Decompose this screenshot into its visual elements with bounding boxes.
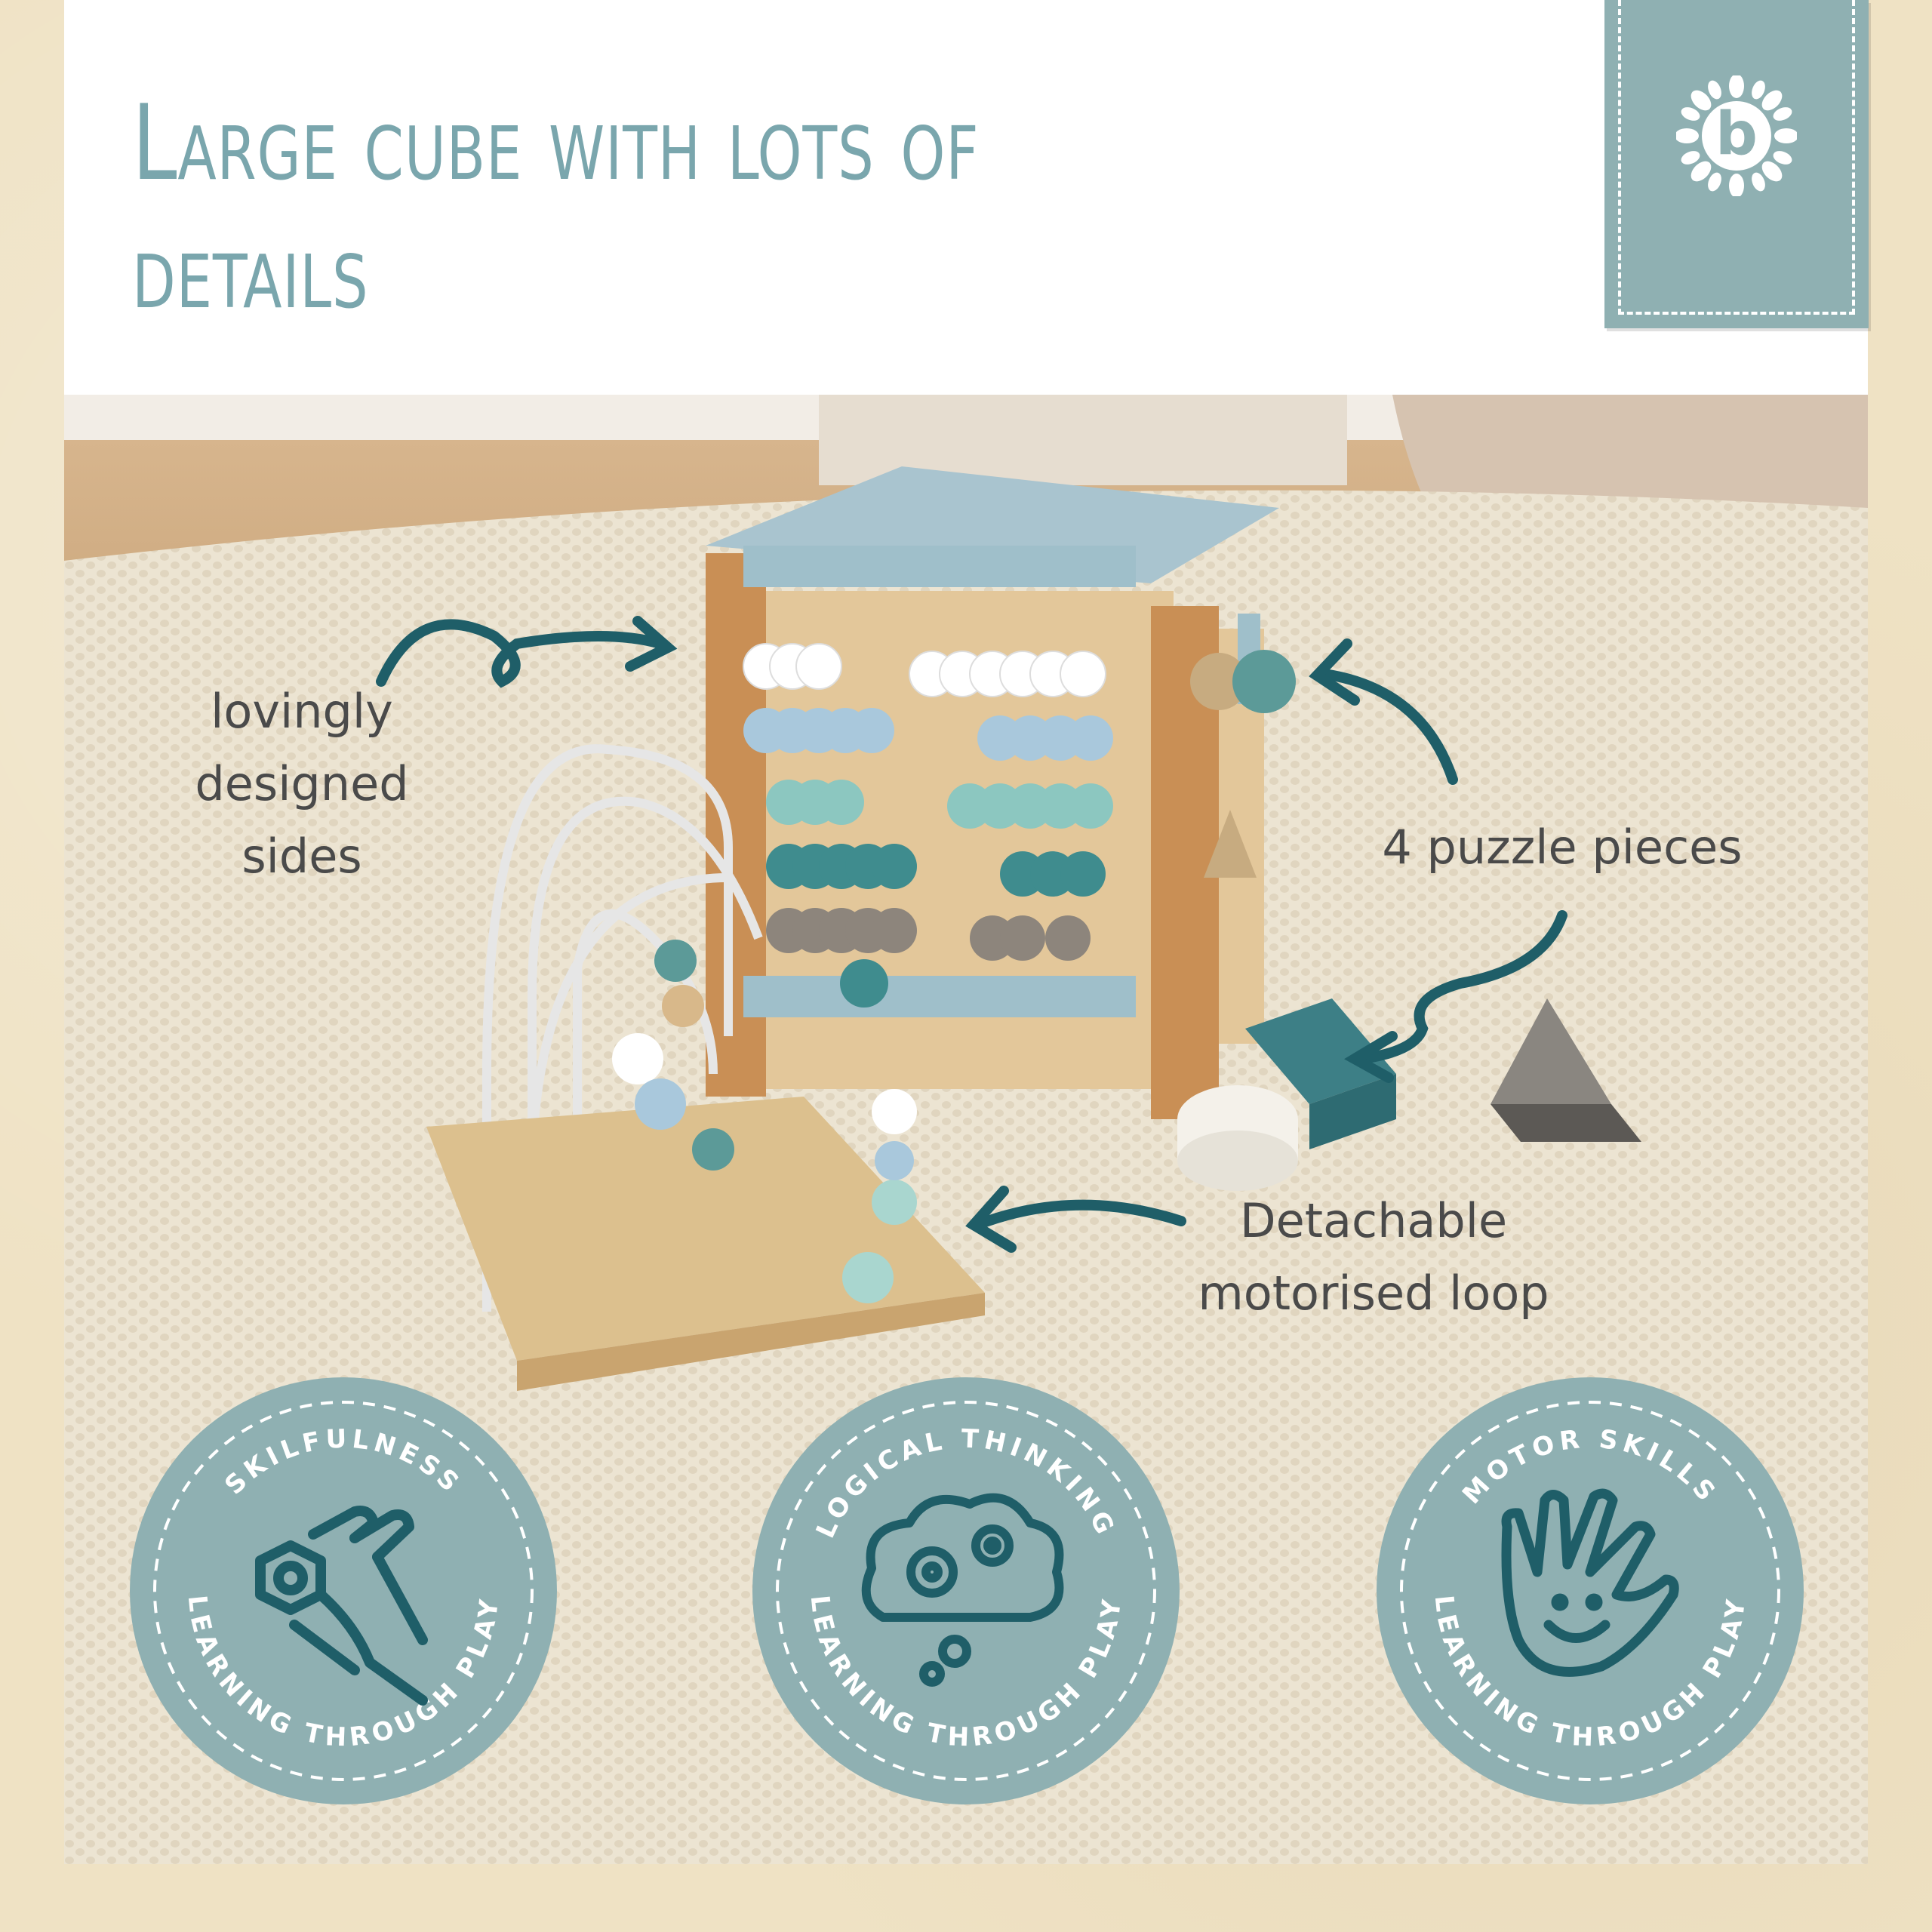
callout-line: designed: [195, 756, 409, 811]
arrow-puzzle-up: [1319, 669, 1458, 785]
badge-skilfulness: SKILFULNESS LEARNING THROUGH PLAY: [128, 1376, 558, 1806]
arrow-sides: [376, 619, 666, 688]
badge-circle: [1377, 1377, 1804, 1804]
arrow-loop: [972, 1199, 1186, 1230]
badge-logical-thinking: LOGICAL THINKING LEARNING THROUGH PLAY: [751, 1376, 1181, 1806]
smiling-hand-icon: [1501, 1488, 1679, 1677]
arrow-puzzle-up-head: [1309, 638, 1360, 706]
callout-puzzle-pieces: 4 puzzle pieces: [1328, 811, 1796, 884]
callout-line: sides: [242, 829, 362, 884]
badge-circle: [130, 1377, 557, 1804]
bead-maze: [482, 744, 763, 1376]
maze-beads: [612, 940, 917, 1303]
page-title: Large cube with lots of details: [132, 79, 1171, 336]
hand-holding-nut-icon: [255, 1506, 428, 1706]
badge-motor-skills: MOTOR SKILLS LEARNING THROUGH PLAY: [1375, 1376, 1805, 1806]
brand-tag: b: [1604, 0, 1869, 328]
thinking-cloud-gears-icon: [861, 1493, 1064, 1687]
arrow-loop-head: [965, 1186, 1017, 1253]
title-line-2: details: [132, 211, 369, 332]
brand-flower-logo-icon: b: [1676, 75, 1797, 196]
callout-line: 4 puzzle pieces: [1382, 820, 1743, 875]
callout-line: motorised loop: [1198, 1266, 1549, 1321]
activity-cube: [706, 466, 1296, 1119]
header-banner: Large cube with lots of details: [64, 0, 1869, 395]
badge-circle: [752, 1377, 1180, 1804]
brand-tag-stitching: [1618, 0, 1855, 315]
callout-arrows: [376, 616, 1567, 1253]
puzzle-pieces: [1177, 998, 1641, 1191]
callout-line: lovingly: [211, 684, 393, 739]
callout-motorised-loop: Detachable motorised loop: [1147, 1185, 1600, 1330]
callout-designed-sides: lovingly designed sides: [143, 675, 460, 893]
arrow-sides-head: [625, 616, 678, 672]
arrow-puzzle-down-head: [1344, 1031, 1398, 1083]
brand-logo-letter: b: [1715, 100, 1758, 168]
title-line-1: Large cube with lots of: [132, 82, 980, 204]
arrow-puzzle-down: [1357, 910, 1567, 1064]
callout-line: Detachable: [1239, 1193, 1508, 1248]
